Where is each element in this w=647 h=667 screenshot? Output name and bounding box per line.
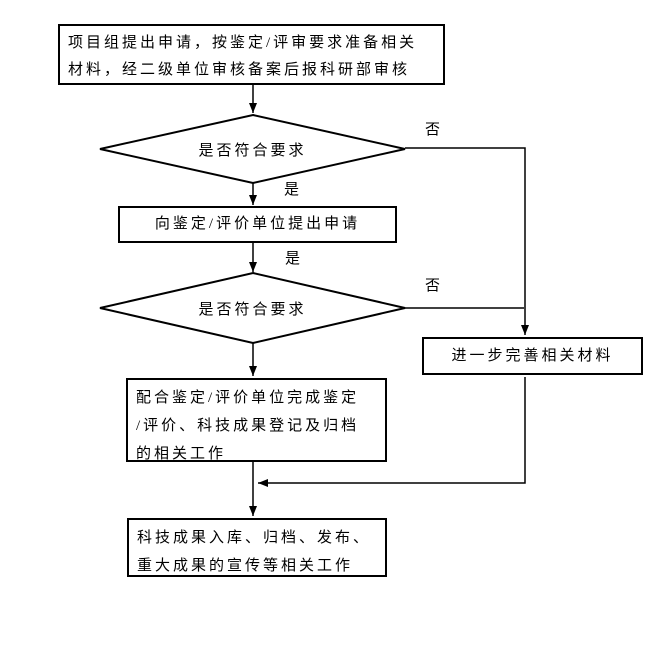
node-archive-line1: 科技成果入库、归档、发布、 xyxy=(137,530,372,546)
node-apply-label: 向鉴定/评价单位提出申请 xyxy=(154,216,361,232)
node-start-line1: 项目组提出申请，按鉴定/评审要求准备相关 xyxy=(68,35,418,51)
node-start: 项目组提出申请，按鉴定/评审要求准备相关 材料，经二级单位审核备案后报科研部审核 xyxy=(58,24,445,85)
edge-label-yes2: 是 xyxy=(285,251,301,267)
node-cooperate: 配合鉴定/评价单位完成鉴定 /评价、科技成果登记及归档 的相关工作 xyxy=(126,378,387,462)
node-improve-label: 进一步完善相关材料 xyxy=(451,347,614,364)
node-cooperate-line1: 配合鉴定/评价单位完成鉴定 xyxy=(136,390,360,406)
node-archive: 科技成果入库、归档、发布、 重大成果的宣传等相关工作 xyxy=(127,518,387,577)
edge-label-no2: 否 xyxy=(425,278,441,294)
edge-improve-feedback xyxy=(258,377,526,487)
node-decision1: 是否符合要求 xyxy=(100,115,405,183)
node-decision1-label: 是否符合要求 xyxy=(198,142,307,159)
edge-decision1-improve xyxy=(405,147,529,335)
node-archive-line2: 重大成果的宣传等相关工作 xyxy=(137,558,354,574)
edge-label-no1: 否 xyxy=(425,122,441,138)
node-cooperate-line3: 的相关工作 xyxy=(136,446,227,462)
node-decision2: 是否符合要求 xyxy=(100,273,405,343)
node-cooperate-line2: /评价、科技成果登记及归档 xyxy=(136,418,360,434)
node-apply: 向鉴定/评价单位提出申请 xyxy=(118,206,397,243)
node-decision2-label: 是否符合要求 xyxy=(198,301,307,318)
node-start-line2: 材料，经二级单位审核备案后报科研部审核 xyxy=(68,62,411,78)
edge-label-yes1: 是 xyxy=(284,182,300,198)
node-improve: 进一步完善相关材料 xyxy=(422,337,643,375)
